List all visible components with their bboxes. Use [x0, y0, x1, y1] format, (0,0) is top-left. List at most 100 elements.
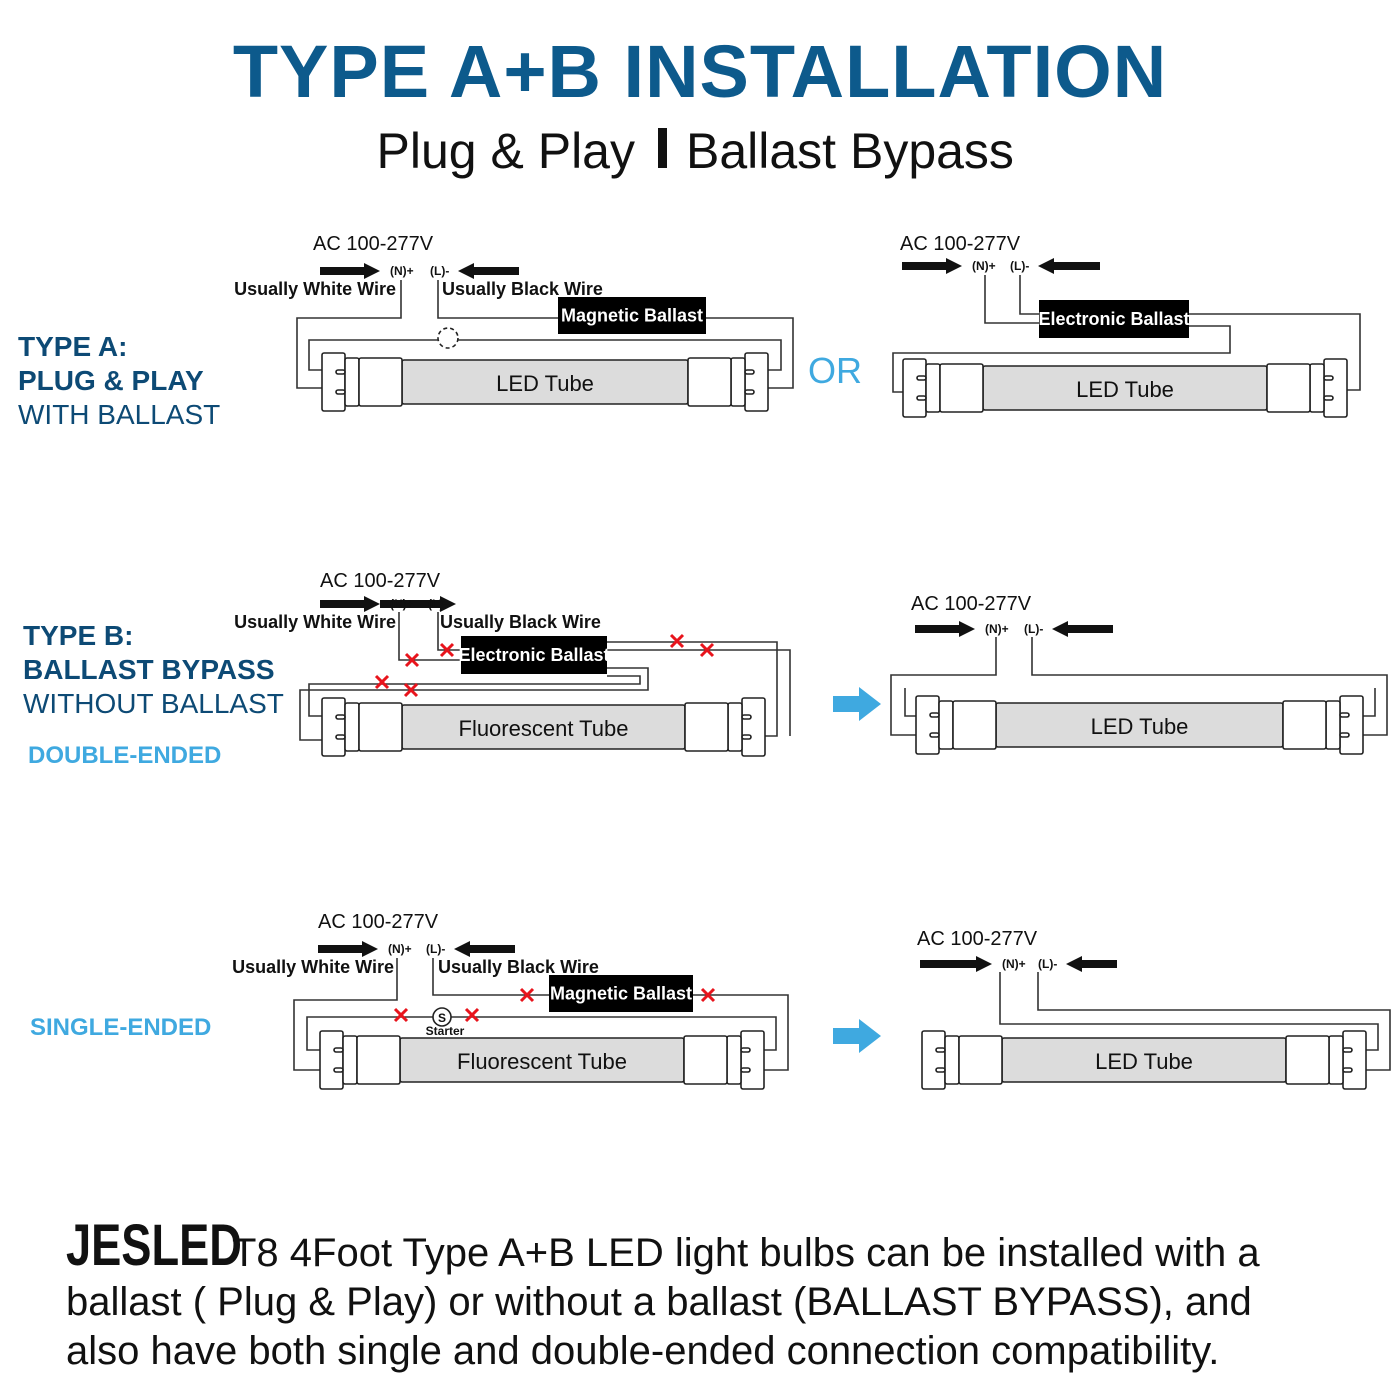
ballast-label: Electronic Ballast — [1038, 309, 1189, 329]
tube: LED Tube — [321, 352, 769, 412]
black-wire-label: Usually Black Wire — [442, 279, 603, 299]
end-cap — [1266, 363, 1311, 413]
end-sleeve — [342, 1035, 358, 1085]
arrow-left-icon — [1066, 956, 1117, 972]
end-sleeve — [1328, 1035, 1344, 1085]
neutral-label: (N)+ — [388, 942, 412, 956]
wire-line — [308, 675, 641, 717]
end-sleeve — [1325, 700, 1341, 750]
wire-line — [904, 688, 916, 717]
live-label: (L)- — [1024, 622, 1043, 636]
arrow-right-icon — [320, 596, 380, 612]
pin — [333, 1067, 344, 1073]
tube-label: LED Tube — [1095, 1049, 1193, 1074]
wire-line — [1037, 972, 1391, 1071]
wire-line — [432, 958, 549, 996]
tube: Fluorescent Tube — [319, 1030, 765, 1090]
end-sleeve — [938, 700, 954, 750]
voltage-label: AC 100-277V — [917, 928, 1038, 950]
pin — [935, 1067, 946, 1073]
wire-line — [437, 280, 794, 389]
end-pin-block — [319, 1030, 344, 1090]
pin — [741, 734, 752, 740]
neutral-label: (N)+ — [390, 264, 414, 278]
tube-label: Fluorescent Tube — [459, 716, 629, 741]
voltage-label: AC 100-277V — [318, 911, 439, 933]
wire-line — [437, 612, 461, 651]
wire-line — [306, 1016, 777, 1051]
voltage-label: AC 100-277V — [320, 570, 441, 592]
pin — [740, 1067, 751, 1073]
wire-line — [1363, 688, 1376, 717]
or-label: OR — [808, 350, 862, 391]
end-pin-block — [915, 695, 940, 755]
wire-line — [1031, 637, 1388, 736]
wire-line — [999, 972, 1379, 1051]
disconnect-x-icon — [393, 1007, 409, 1023]
wire-line — [296, 280, 402, 389]
pin — [335, 369, 346, 375]
pin — [1323, 395, 1334, 401]
end-pin-block — [921, 1030, 946, 1090]
arrow-left-icon — [458, 263, 519, 279]
disconnect-x-icon — [669, 633, 685, 649]
end-cap — [1282, 700, 1327, 750]
arrow-right-icon — [320, 263, 380, 279]
pin — [1342, 1047, 1353, 1053]
disconnect-x-icon — [374, 674, 390, 690]
description-line-1: T8 4Foot Type A+B LED light bulbs can be… — [232, 1231, 1260, 1275]
type-b-name: BALLAST BYPASS — [23, 654, 275, 685]
end-pin-block — [1342, 1030, 1367, 1090]
end-cap — [939, 363, 984, 413]
ballast-box — [461, 636, 607, 674]
tube: LED Tube — [902, 358, 1348, 418]
type-a-heading: TYPE A: — [18, 331, 127, 362]
subtitle-plug-play: Plug & Play — [377, 123, 635, 179]
pin — [744, 369, 755, 375]
description-line-3: also have both single and double-ended c… — [66, 1329, 1219, 1373]
voltage-label: AC 100-277V — [900, 233, 1021, 255]
white-wire-label: Usually White Wire — [234, 612, 396, 632]
arrow-right-icon — [380, 596, 456, 612]
neutral-label: (N)+ — [972, 259, 996, 273]
disconnect-x-icon — [403, 682, 419, 698]
end-cap — [356, 1035, 401, 1085]
single-ended-label: SINGLE-ENDED — [30, 1014, 211, 1041]
disconnect-x-icon — [404, 652, 420, 668]
disconnect-x-icon — [700, 987, 716, 1003]
ballast-box — [1039, 300, 1189, 338]
end-pin-block — [1339, 695, 1364, 755]
tube-label: Fluorescent Tube — [457, 1049, 627, 1074]
pin — [1339, 712, 1350, 718]
brand-logo: JESLED — [66, 1214, 242, 1279]
arrow-right-icon — [915, 621, 975, 637]
type-b-description: WITHOUT BALLAST — [23, 688, 284, 719]
arrow-right-icon — [902, 258, 962, 274]
wire-line — [892, 325, 1231, 393]
end-pin-block — [1323, 358, 1348, 418]
ballast-box — [558, 297, 706, 334]
black-wire-label: Usually Black Wire — [440, 612, 601, 632]
double-ended-label: DOUBLE-ENDED — [28, 742, 221, 769]
pin — [916, 375, 927, 381]
tube-label: LED Tube — [1091, 714, 1189, 739]
type-a-name: PLUG & PLAY — [18, 365, 204, 396]
wire-line — [308, 339, 782, 371]
live-label: (L)- — [430, 264, 449, 278]
pin — [740, 1047, 751, 1053]
end-sleeve — [730, 357, 746, 407]
pin — [741, 714, 752, 720]
arrow-left-icon — [454, 941, 515, 957]
optional-starter-icon — [437, 327, 459, 349]
end-pin-block — [740, 1030, 765, 1090]
subtitle-ballast-bypass: Ballast Bypass — [686, 123, 1014, 179]
live-label: (L)- — [1038, 957, 1057, 971]
wire-line — [1019, 275, 1040, 315]
disconnect-x-icon — [519, 987, 535, 1003]
tube: LED Tube — [921, 1030, 1367, 1090]
end-cap — [358, 357, 403, 407]
arrow-right-icon — [920, 956, 992, 972]
end-sleeve — [925, 363, 941, 413]
black-wire-label: Usually Black Wire — [438, 957, 599, 977]
